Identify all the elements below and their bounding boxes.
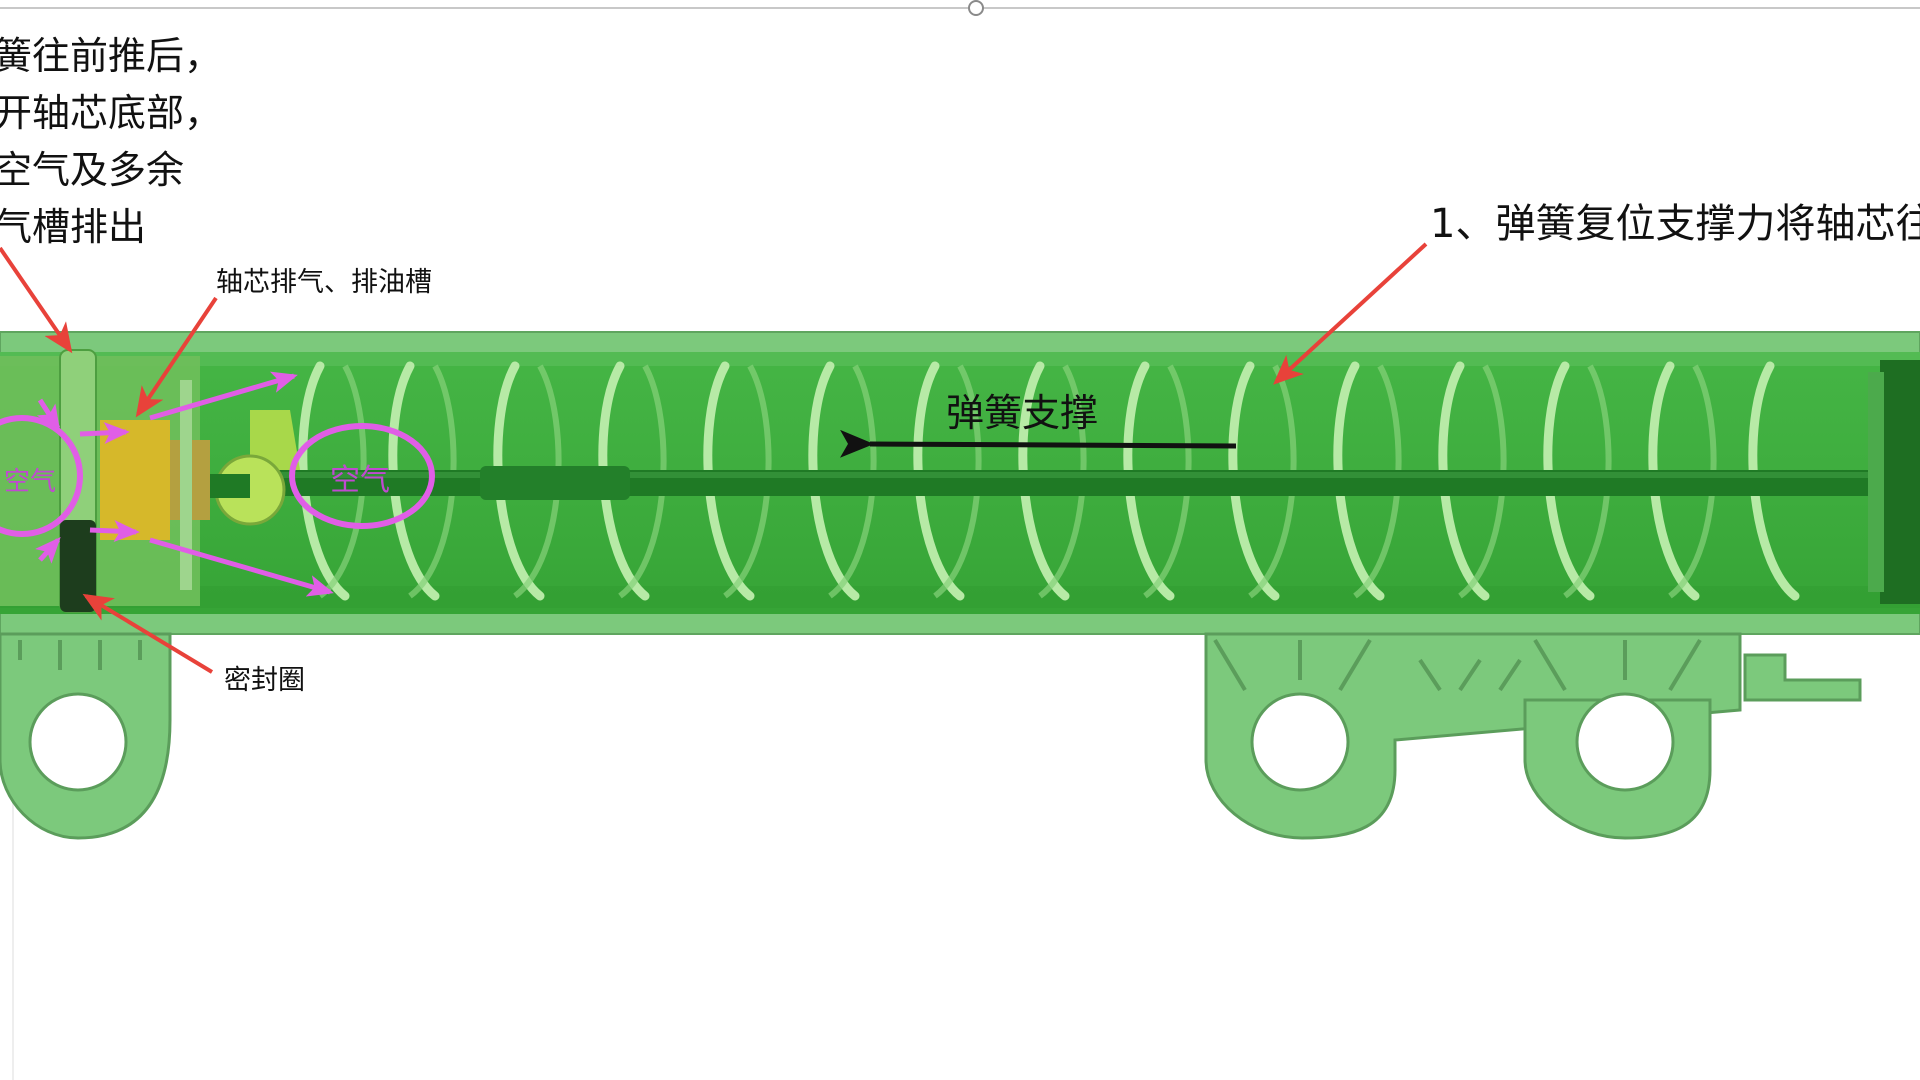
- mount-ribs: [18, 638, 1702, 692]
- piston-core: [0, 349, 300, 613]
- callout-arrows: [0, 242, 1428, 674]
- air-label-outer: 空气: [4, 467, 56, 497]
- right-end-cap: [1868, 360, 1920, 604]
- left-note-line-1: 簧往前推后，: [0, 34, 223, 78]
- spring-support-label: 弹簧支撑: [946, 391, 1099, 435]
- bottom-mounts: [0, 632, 1862, 840]
- seal-ring-label: 密封圈: [224, 665, 305, 696]
- core-shaft: [230, 466, 1890, 500]
- air-ring-outer: [0, 415, 83, 537]
- air-label-inner: 空气: [330, 463, 390, 498]
- spring-direction-arrow: [839, 429, 1237, 458]
- left-panel-edge: [12, 760, 14, 1080]
- left-note-line-4: 气槽排出: [0, 205, 147, 249]
- slide-top-rule: [0, 7, 1920, 9]
- left-note-line-3: 空气及多余: [0, 148, 185, 192]
- air-flow-arrows: [35, 371, 334, 597]
- left-note: 簧往前推后， 开轴芯底部， 空气及多余 气槽排出: [0, 28, 222, 256]
- air-ring-inner: [289, 423, 435, 529]
- vent-groove-label: 轴芯排气、排油槽: [216, 267, 432, 298]
- right-note: 1、弹簧复位支撑力将轴芯往: [1430, 201, 1920, 247]
- left-note-line-2: 开轴芯底部，: [0, 91, 223, 135]
- rotation-handle[interactable]: [968, 0, 984, 16]
